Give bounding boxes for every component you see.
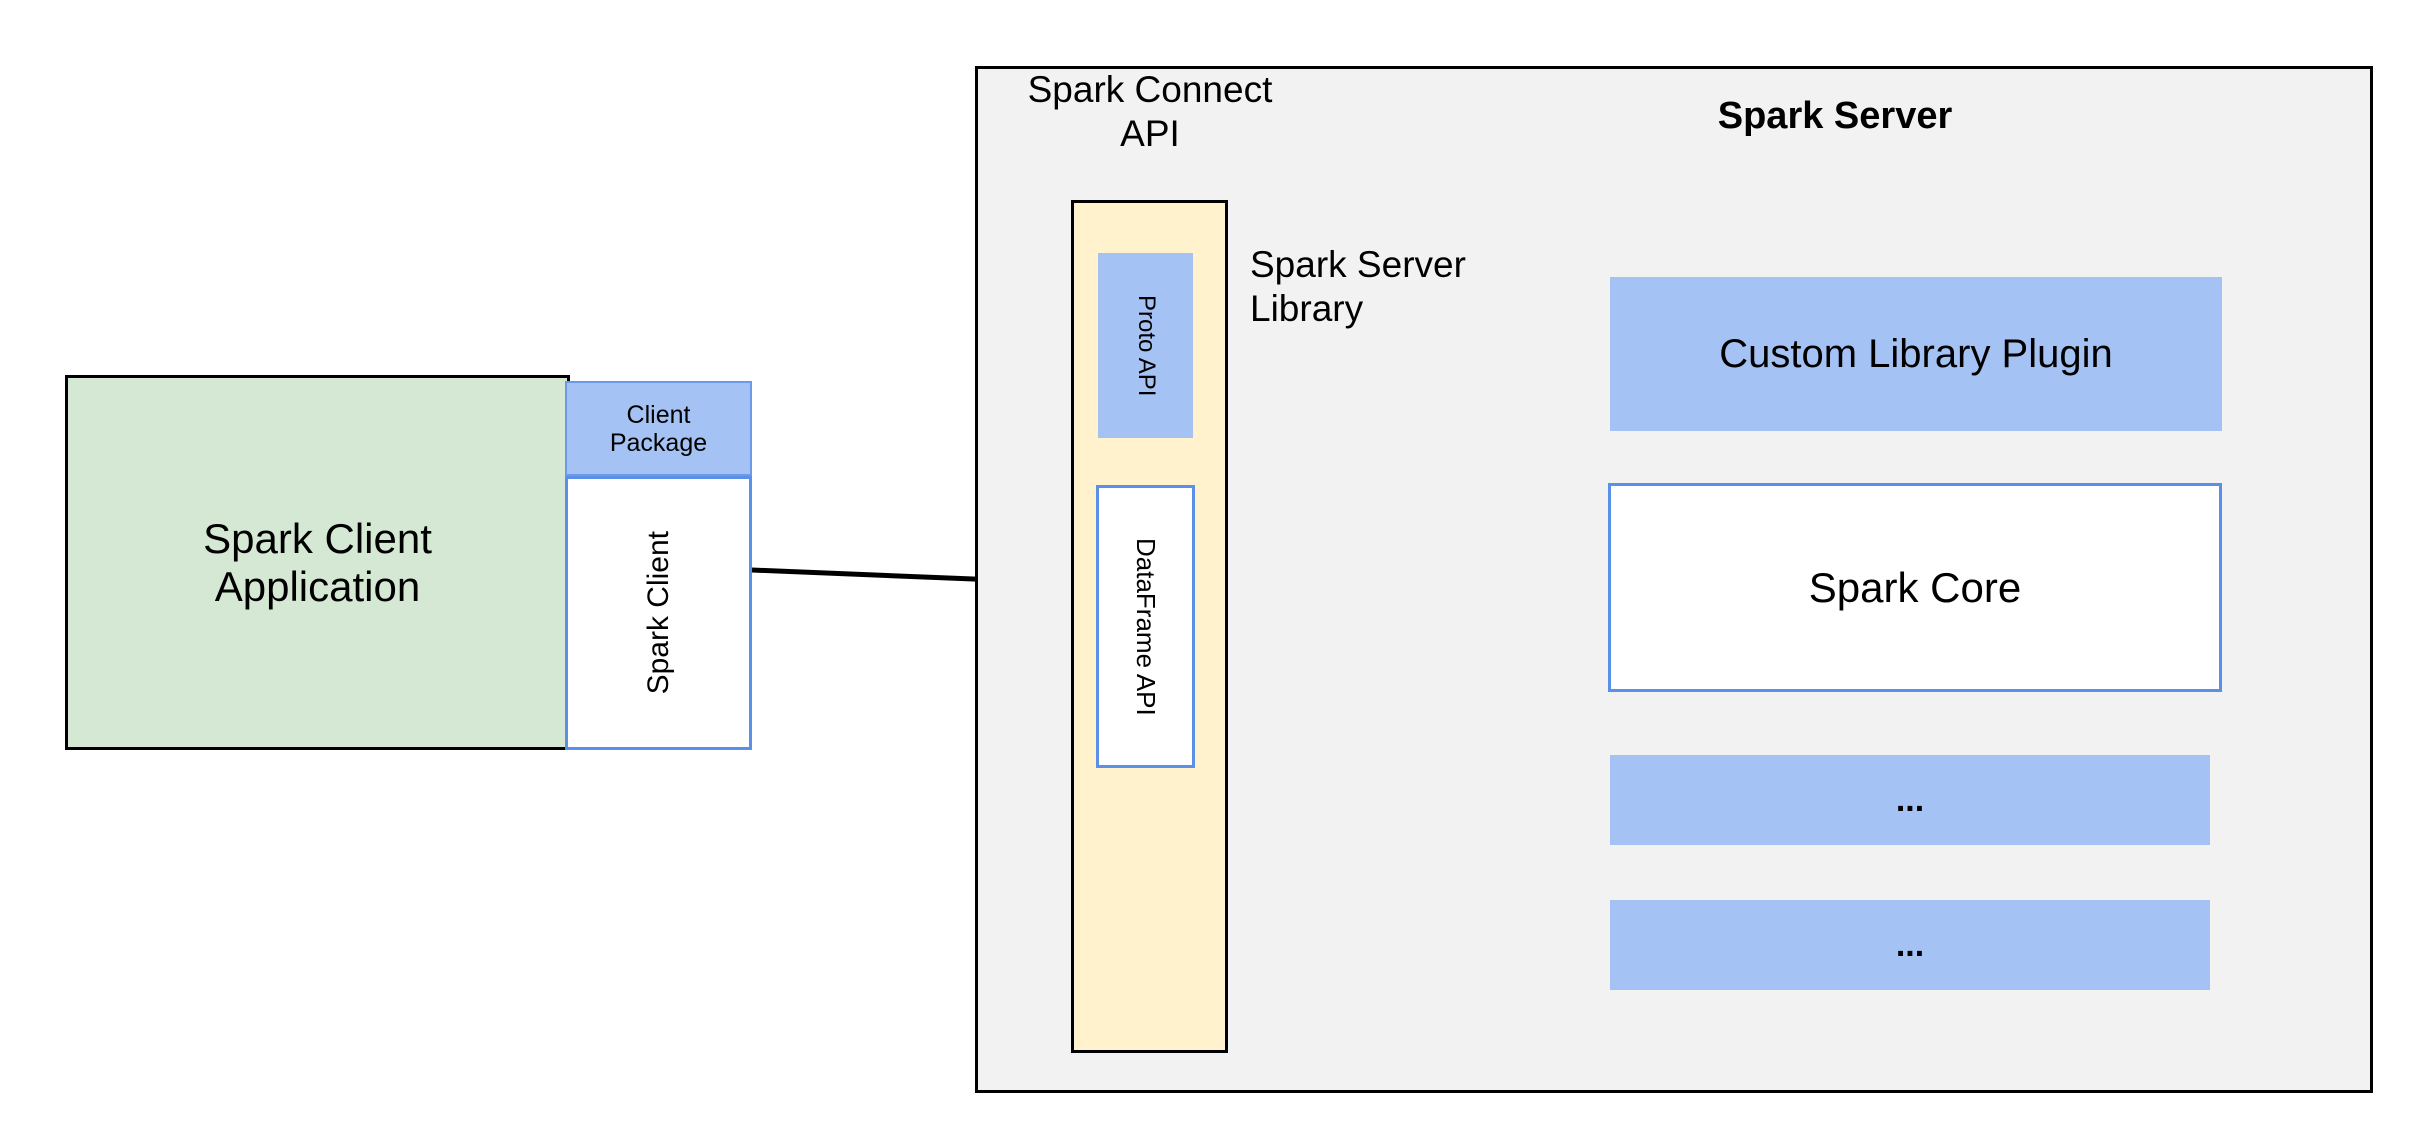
custom-library-plugin-box: Custom Library Plugin — [1610, 277, 2222, 431]
ellipsis-label-2: ... — [1895, 925, 1925, 964]
ellipsis-box-2: ... — [1610, 900, 2210, 990]
spark-core-box: Spark Core — [1608, 483, 2222, 692]
client-package-box: Client Package — [565, 381, 752, 476]
dataframe-api-box: DataFrame API — [1096, 485, 1195, 768]
spark-client-box: Spark Client — [565, 476, 752, 750]
ellipsis-label-1: ... — [1895, 780, 1925, 819]
spark-client-application-label: Spark Client Application — [203, 515, 432, 610]
proto-api-label: Proto API — [1132, 294, 1160, 397]
spark-server-title: Spark Server — [1717, 95, 1953, 137]
dataframe-api-label: DataFrame API — [1131, 537, 1162, 716]
spark-connect-api-label: Spark Connect API — [1027, 69, 1273, 154]
proto-api-box: Proto API — [1098, 253, 1193, 438]
custom-library-plugin-label: Custom Library Plugin — [1719, 331, 2113, 376]
ellipsis-box-1: ... — [1610, 755, 2210, 845]
spark-server-library-label: Spark Server Library — [1250, 244, 1466, 329]
spark-client-application-box: Spark Client Application — [65, 375, 570, 750]
spark-client-label: Spark Client — [641, 531, 675, 695]
client-package-label: Client Package — [609, 400, 708, 457]
spark-core-label: Spark Core — [1808, 563, 2022, 611]
